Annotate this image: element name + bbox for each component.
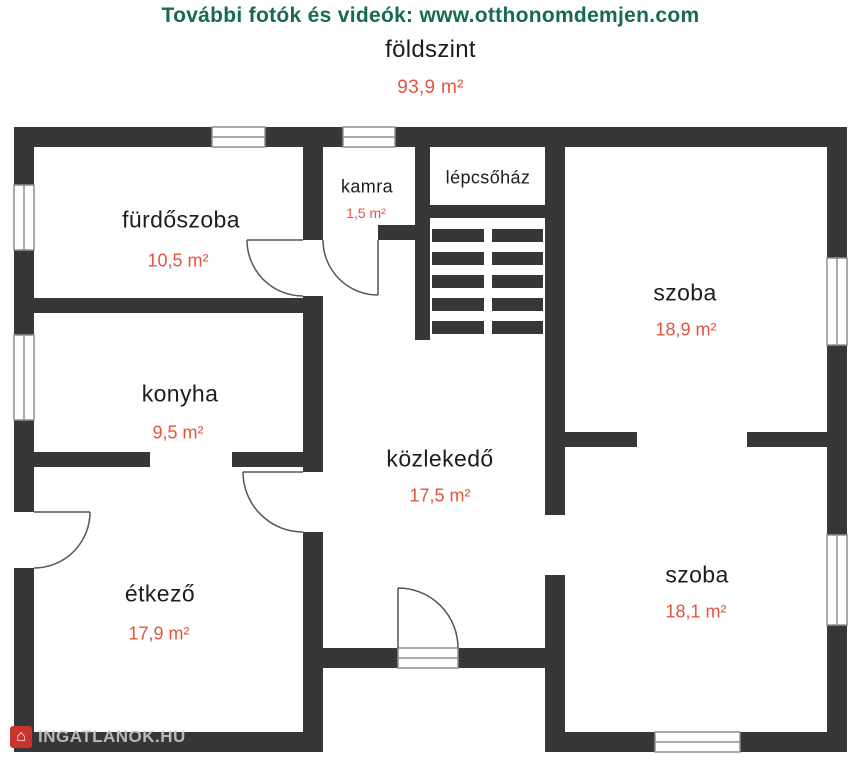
room-label-lepcsohaz: lépcsőház [445, 167, 531, 188]
room-label-etkezo: étkező [124, 580, 196, 607]
door-arc [322, 239, 379, 296]
room-area-konyha: 9,5 m² [152, 422, 204, 443]
window [13, 184, 35, 251]
promo-text: További fotók és videók: www.otthonomdem… [161, 4, 700, 27]
watermark: ⌂ INGATLANOK.HU [10, 726, 186, 748]
entrance-door [397, 587, 459, 669]
window [211, 126, 266, 148]
watermark-text: INGATLANOK.HU [38, 727, 186, 746]
stairs-icon [430, 205, 545, 334]
room-label-szoba-1: szoba [653, 279, 717, 306]
window [13, 334, 35, 421]
door-arc [246, 239, 304, 297]
room-area-szoba-1: 18,9 m² [655, 319, 717, 340]
window [826, 257, 848, 346]
window [654, 731, 741, 753]
window [826, 534, 848, 626]
window [342, 126, 396, 148]
door-arc [33, 511, 91, 569]
room-area-szoba-2: 18,1 m² [665, 601, 727, 622]
room-area-kamra: 1,5 m² [346, 205, 386, 221]
room-label-konyha: konyha [141, 380, 219, 407]
room-area-kozlekedo: 17,5 m² [409, 485, 471, 506]
doors [33, 239, 459, 669]
door-arc [242, 471, 304, 533]
windows [13, 126, 848, 753]
room-label-szoba-2: szoba [665, 561, 729, 588]
floor-title: földszint [385, 36, 476, 63]
total-area: 93,9 m² [397, 77, 464, 98]
room-area-etkezo: 17,9 m² [128, 623, 190, 644]
house-icon: ⌂ [10, 726, 32, 748]
room-area-furdoszoba: 10,5 m² [147, 250, 209, 271]
room-label-furdoszoba: fürdőszoba [122, 206, 240, 233]
room-label-kamra: kamra [340, 176, 394, 197]
room-label-kozlekedo: közlekedő [386, 445, 494, 472]
walls [14, 127, 847, 752]
